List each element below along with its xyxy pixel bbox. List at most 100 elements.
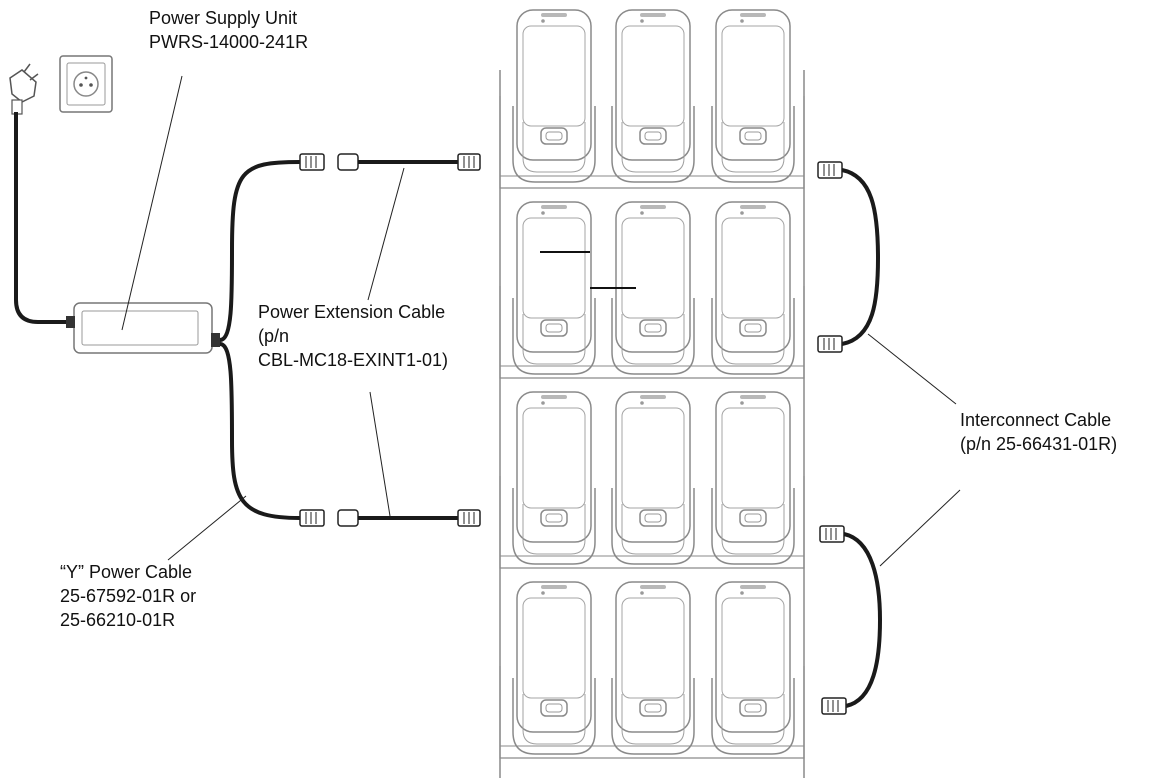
cradle-cup [711, 678, 795, 755]
y-cable-leader [167, 495, 247, 561]
mobile-device-icon [516, 391, 592, 543]
device-speaker [740, 395, 766, 399]
cradle-cup [512, 488, 596, 565]
interconnect-leader-bottom [879, 489, 961, 567]
device-button-inner [744, 513, 762, 523]
y-cable-label-line3: 25-66210-01R [60, 610, 176, 630]
device-button [639, 509, 667, 527]
power-extension-label: Power Extension Cable (p/n CBL-MC18-EXIN… [258, 300, 448, 372]
mobile-device-icon [715, 581, 791, 733]
device-screen [721, 407, 785, 509]
cradle-cup [611, 298, 695, 375]
cable-connector-icon [819, 525, 845, 543]
power-extension-leader-bottom [369, 391, 391, 517]
power-supply-leader [121, 75, 183, 331]
cradle-cup-inner [721, 504, 785, 555]
interconnect-leader-top [867, 333, 957, 405]
device-button-inner [744, 323, 762, 333]
power-supply-label-line2: PWRS-14000-241R [149, 32, 309, 52]
device-speaker [541, 585, 567, 589]
device-screen [621, 25, 685, 127]
device-button-inner [545, 703, 563, 713]
device-screen [721, 597, 785, 699]
cable-connector-icon [299, 509, 325, 527]
power-plug-icon [9, 63, 39, 115]
cradle-tier [499, 286, 805, 379]
device-button-inner [744, 131, 762, 141]
y-cable-label-line1: “Y” Power Cable [60, 562, 193, 582]
device-logo-dot [740, 19, 744, 23]
cradle-tier [499, 96, 805, 189]
cable-connector-icon [817, 335, 843, 353]
cradle-cup-inner [522, 314, 586, 365]
cradle-cup-inner [621, 694, 685, 745]
device-button [540, 509, 568, 527]
interconnect-cable [843, 532, 883, 708]
cradle-tier [499, 476, 805, 569]
power-supply-label: Power Supply Unit PWRS-14000-241R [149, 6, 308, 54]
cable-connector-icon [457, 153, 481, 171]
device-screen [522, 407, 586, 509]
device-button-inner [644, 131, 662, 141]
device-logo-dot [740, 211, 744, 215]
device-button [540, 319, 568, 337]
mobile-device-icon [516, 9, 592, 161]
mobile-device-icon [516, 581, 592, 733]
device-button-inner [545, 131, 563, 141]
cradle-cup [711, 488, 795, 565]
device-button-inner [644, 323, 662, 333]
device-button [639, 319, 667, 337]
device-screen [522, 217, 586, 319]
cradle-cup-inner [522, 122, 586, 173]
device-button-inner [744, 703, 762, 713]
ac-power-cable [14, 112, 70, 324]
power-extension-label-line1: Power Extension Cable [258, 302, 446, 322]
device-button-inner [545, 323, 563, 333]
device-logo-dot [640, 591, 644, 595]
cradle-cup [611, 106, 695, 183]
cradle-cup-inner [721, 122, 785, 173]
cradle-cup [512, 678, 596, 755]
power-supply-unit [66, 302, 220, 354]
device-logo-dot [640, 211, 644, 215]
cradle-cup [512, 106, 596, 183]
cradle-cup [711, 106, 795, 183]
power-supply-label-line1: Power Supply Unit [149, 8, 298, 28]
cable-connector-icon [299, 153, 325, 171]
device-speaker [640, 585, 666, 589]
cable-connector-icon [457, 509, 481, 527]
device-button [639, 127, 667, 145]
cradle-cup-inner [621, 314, 685, 365]
y-power-cable [219, 160, 301, 342]
cradle-tier [499, 666, 805, 759]
device-logo-dot [640, 19, 644, 23]
y-cable-label: “Y” Power Cable 25-67592-01R or 25-66210… [60, 560, 196, 632]
cradle-cup [512, 298, 596, 375]
device-button [540, 699, 568, 717]
device-logo-dot [740, 401, 744, 405]
cradle-cup [611, 488, 695, 565]
device-speaker [640, 205, 666, 209]
mobile-device-icon [715, 201, 791, 353]
cable-connector-icon [337, 509, 359, 527]
device-screen [721, 217, 785, 319]
device-button [739, 699, 767, 717]
interconnect-cable [841, 168, 881, 346]
interconnect-label-line1: Interconnect Cable [960, 410, 1112, 430]
interconnect-label-line2: (p/n 25-66431-01R) [960, 434, 1118, 454]
device-button [540, 127, 568, 145]
cradle-cup-inner [721, 314, 785, 365]
device-button [739, 509, 767, 527]
device-logo-dot [541, 401, 545, 405]
device-speaker [640, 395, 666, 399]
cable-connector-icon [821, 697, 847, 715]
cradle-cup-inner [621, 122, 685, 173]
cable-connector-icon [817, 161, 843, 179]
device-speaker [541, 13, 567, 17]
device-screen [721, 25, 785, 127]
device-button [739, 127, 767, 145]
device-logo-dot [640, 401, 644, 405]
power-extension-label-line2: (p/n [258, 326, 290, 346]
device-speaker [541, 395, 567, 399]
